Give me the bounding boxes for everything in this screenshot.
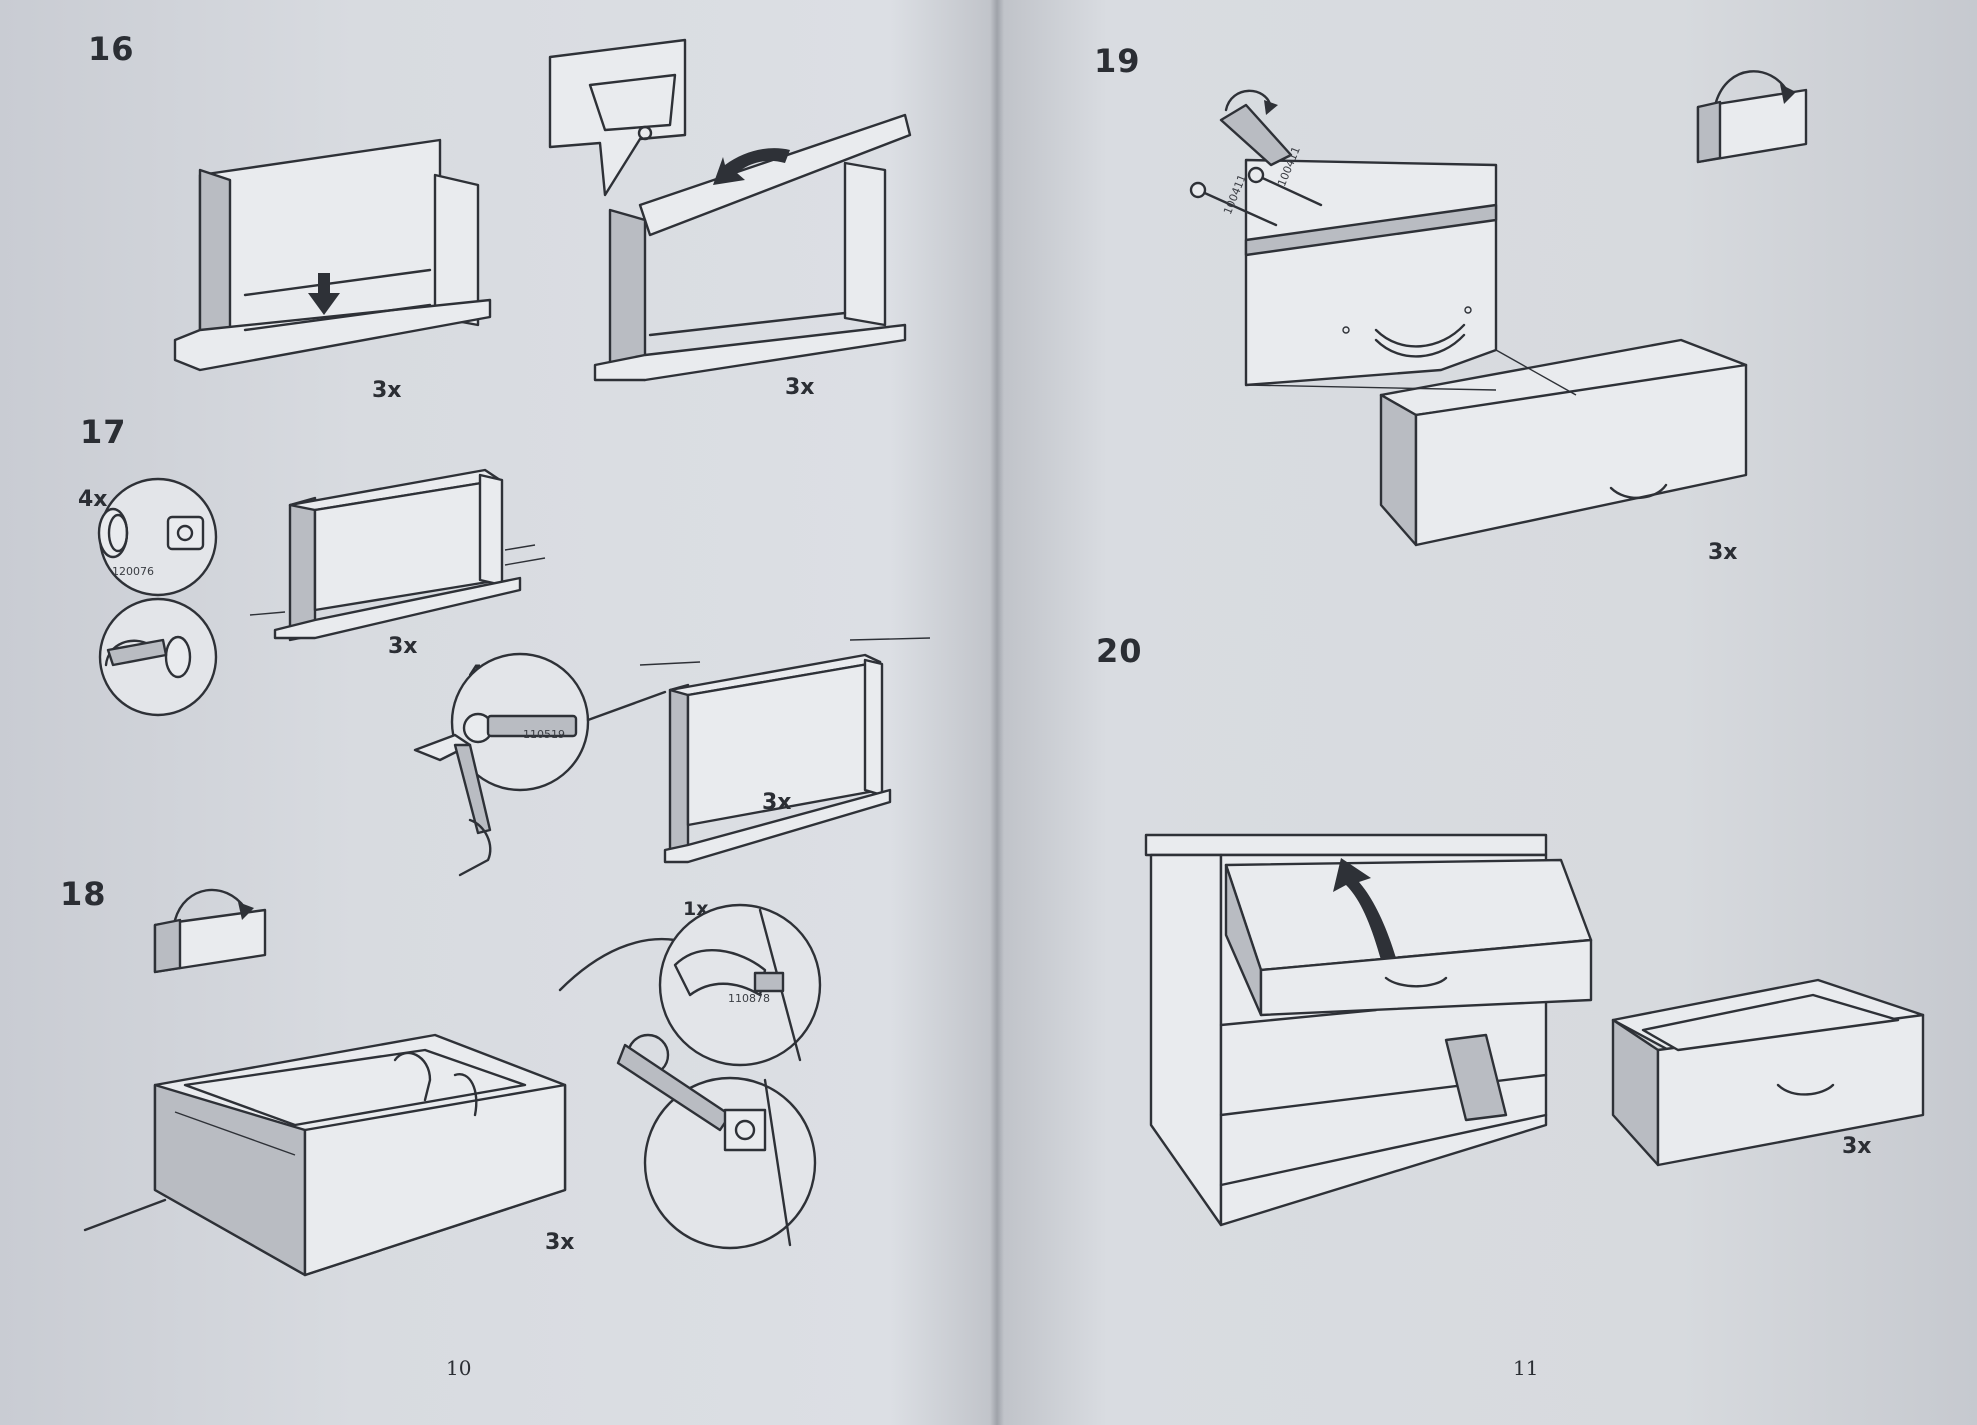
step-17-callout-qty-a: 4x [78, 487, 108, 512]
step-17-part-code-a: 120076 [112, 565, 154, 578]
step-17-part-code-b: 110519 [523, 728, 565, 741]
step-18-number: 18 [60, 875, 107, 913]
drawer-icon [1224, 858, 1593, 1017]
step-16-top-panel-illustration [548, 38, 912, 382]
curved-arrow-icon [1333, 858, 1396, 960]
step-19-qty: 3x [1708, 540, 1738, 565]
step-16-number: 16 [88, 30, 135, 68]
step-17-number: 17 [80, 413, 127, 451]
flip-box-icon [153, 888, 267, 974]
step-16-qty-right: 3x [785, 375, 815, 400]
step-19-number: 19 [1094, 42, 1141, 80]
step-17-nail-callout-and-frame [413, 637, 931, 877]
step-17-frame-illustration [249, 468, 546, 642]
screwdriver-icon [1219, 89, 1293, 167]
step-17-qty-right: 3x [762, 790, 792, 815]
hammer-icon [413, 733, 492, 877]
curved-arrow-icon [713, 148, 790, 185]
step-18-drawer-illustration [83, 1033, 567, 1277]
screwdriver-icon [616, 1043, 732, 1132]
step-17-qty-left: 3x [388, 634, 418, 659]
step-16-qty-left: 3x [372, 378, 402, 403]
screwdriver-icon [106, 638, 168, 667]
step-20-qty: 3x [1842, 1134, 1872, 1159]
step-16-frame-illustration [173, 138, 492, 372]
page-gutter [990, 0, 1004, 1425]
down-arrow-icon [308, 273, 340, 315]
step-20-number: 20 [1096, 632, 1143, 670]
step-19-handle-illustration [1189, 89, 1748, 547]
step-18-bracket-callouts [558, 903, 822, 1250]
drawer-icon [1611, 978, 1925, 1167]
step-17-cam-lock-callouts [97, 477, 218, 717]
right-page-number: 11 [1513, 1356, 1539, 1380]
left-page: 16 3x 3x 17 4x [60, 30, 931, 1380]
flip-box-icon [1696, 70, 1808, 164]
step-18-part-code: 110878 [728, 992, 770, 1005]
left-page-number: 10 [446, 1356, 472, 1380]
right-page: 19 100411 100411 3x [996, 0, 1977, 1425]
step-18-qty: 3x [545, 1230, 575, 1255]
